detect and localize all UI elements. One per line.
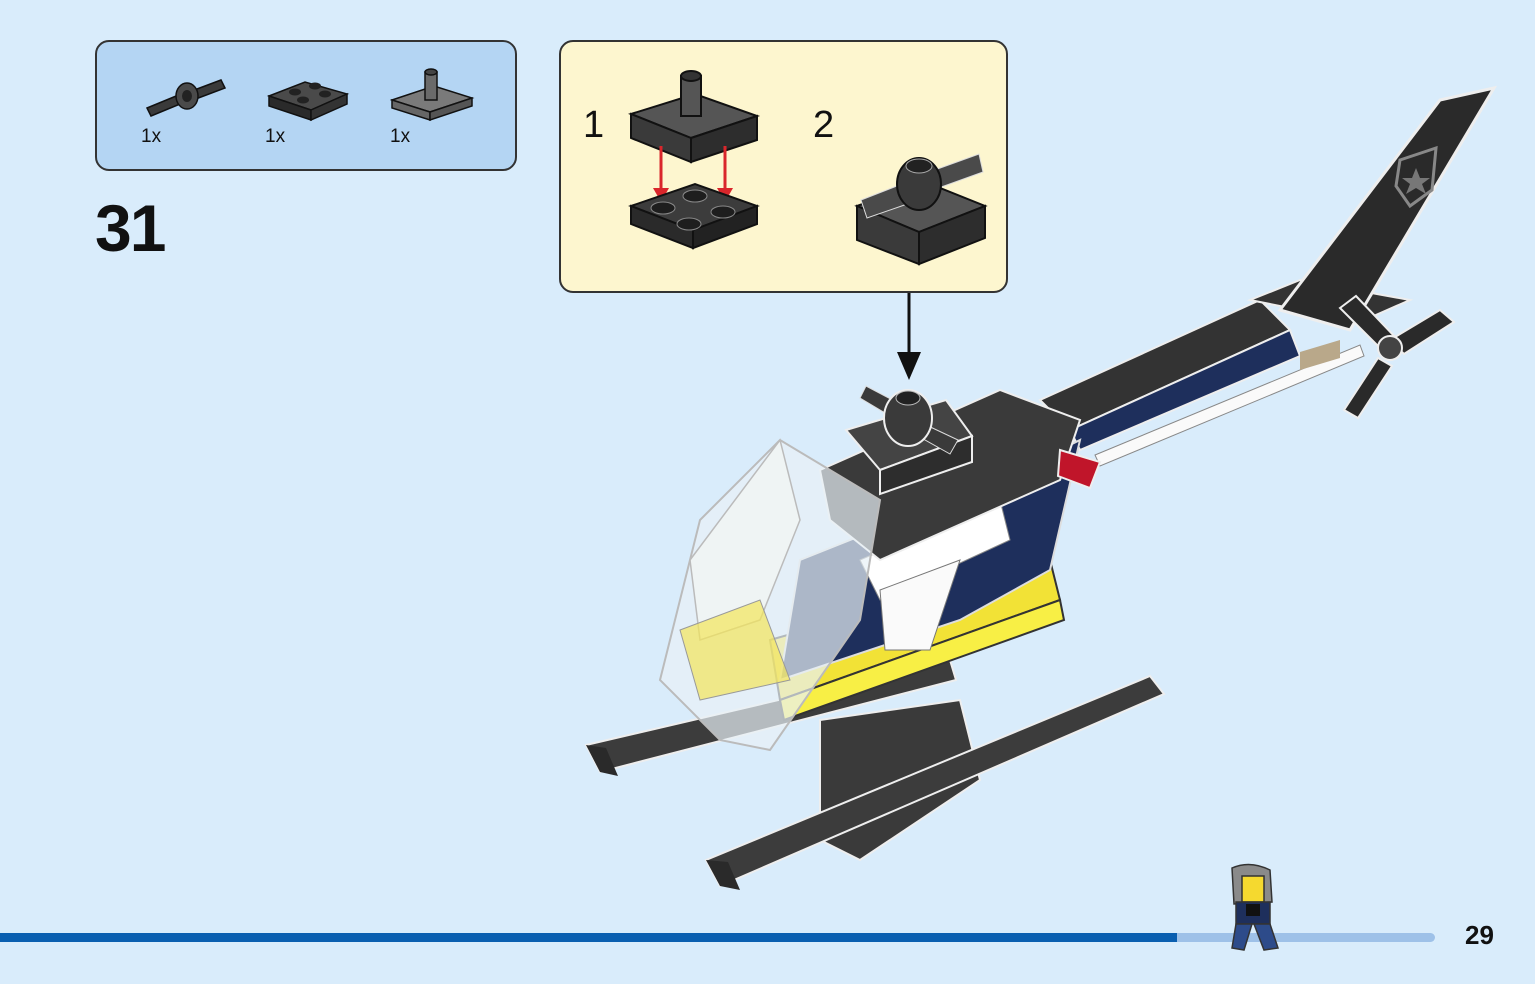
axle-connector-icon xyxy=(145,79,227,117)
part-quantity: 1x xyxy=(390,126,411,147)
part-quantity: 1x xyxy=(265,126,286,147)
part-item: 1x xyxy=(141,64,231,164)
minifigure-icon xyxy=(1231,863,1279,951)
plate-2x2-icon xyxy=(628,182,760,250)
part-quantity: 1x xyxy=(141,126,162,147)
landing-skids xyxy=(584,658,1166,890)
substep-label-1: 1 xyxy=(583,104,605,146)
step-number: 31 xyxy=(95,191,166,265)
plate-2x2-icon xyxy=(266,81,350,122)
part-item: 1x xyxy=(265,64,355,164)
tail-rotor xyxy=(1338,294,1456,420)
progress-fill xyxy=(0,933,1177,942)
down-arrow-icon xyxy=(897,293,921,380)
windshield xyxy=(658,438,882,752)
part-item: 1x xyxy=(390,64,480,164)
rotor-hub-assembly-icon xyxy=(854,153,988,266)
subassembly-callout: 1 2 xyxy=(559,40,1008,293)
subassembly-illustration xyxy=(628,70,988,266)
tail-fin xyxy=(1277,85,1498,332)
substep-label-2: 2 xyxy=(813,104,835,146)
plate-with-pin-icon xyxy=(628,70,761,164)
page-number: 29 xyxy=(1465,920,1494,950)
parts-callout: 1x 1x 1x xyxy=(95,40,517,171)
plate-with-pin-icon xyxy=(390,68,475,122)
rotor-hub xyxy=(844,385,974,496)
